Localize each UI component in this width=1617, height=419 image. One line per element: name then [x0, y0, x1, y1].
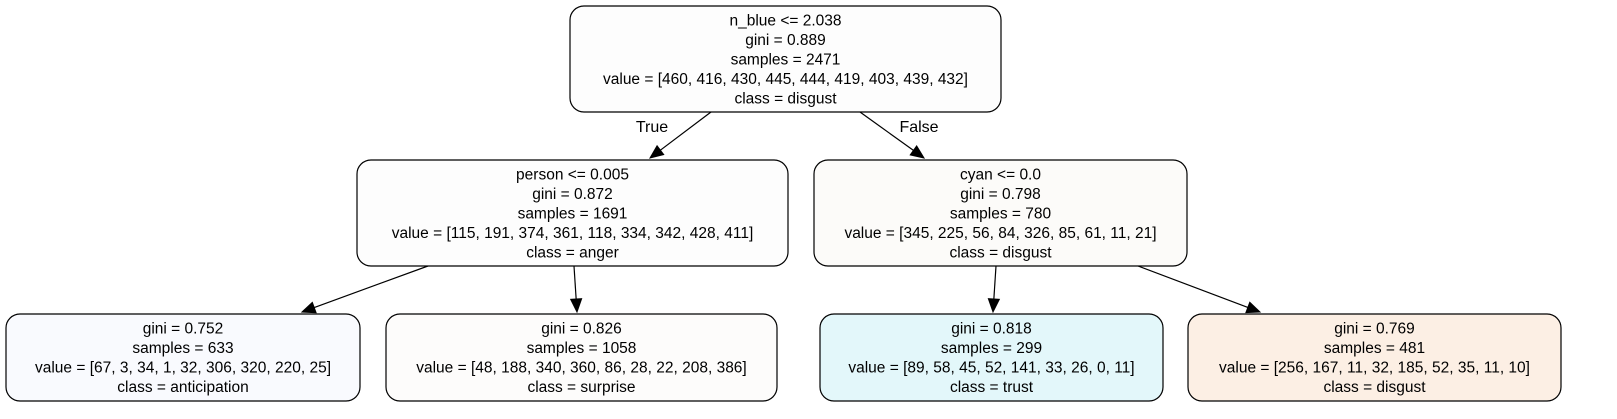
tree-node-left-right: gini = 0.826 samples = 1058 value = [48, 1… [385, 313, 778, 402]
tree-node-left-left: gini = 0.752 samples = 633 value = [67, 3,… [5, 313, 361, 402]
arrowhead-icon [648, 144, 665, 159]
samples-count: samples = 481 [1324, 340, 1425, 357]
samples-count: samples = 633 [132, 340, 233, 357]
node-box [5, 313, 361, 402]
class-label: class = anticipation [117, 379, 248, 396]
tree-node-right-right: gini = 0.769 samples = 481 value = [256, 1… [1187, 313, 1562, 402]
value-array: value = [115, 191, 374, 361, 118, 334, 3… [392, 225, 754, 242]
edge-line [660, 111, 712, 151]
value-array: value = [67, 3, 34, 1, 32, 306, 320, 220… [35, 360, 331, 377]
gini-value: gini = 0.752 [143, 321, 224, 338]
class-label: class = disgust [1323, 379, 1426, 396]
samples-count: samples = 780 [950, 205, 1052, 222]
value-array: value = [345, 225, 56, 84, 326, 85, 61, … [844, 225, 1156, 242]
edge-label: False [899, 119, 938, 136]
node-box [1187, 313, 1562, 402]
samples-count: samples = 1691 [518, 205, 628, 222]
edge-right-to-right-left [987, 265, 1001, 314]
value-array: value = [48, 188, 340, 360, 86, 28, 22, … [416, 360, 747, 377]
nodes-layer: n_blue <= 2.038 gini = 0.889 samples = 247… [5, 5, 1562, 402]
edge-root-to-right: False [859, 111, 939, 159]
class-label: class = surprise [527, 379, 635, 396]
arrowhead-icon [987, 298, 1001, 314]
value-array: value = [89, 58, 45, 52, 141, 33, 26, 0,… [848, 360, 1134, 377]
node-box [385, 313, 778, 402]
edge-line [314, 265, 429, 309]
arrowhead-icon [909, 145, 926, 159]
node-box [356, 159, 789, 267]
gini-value: gini = 0.826 [541, 321, 622, 338]
gini-value: gini = 0.769 [1334, 321, 1415, 338]
node-box [813, 159, 1188, 267]
arrowhead-icon [569, 298, 583, 314]
tree-node-right-left: gini = 0.818 samples = 299 value = [89, 58… [819, 313, 1164, 402]
tree-node-left: person <= 0.005 gini = 0.872 samples = 169… [356, 159, 789, 267]
node-box [819, 313, 1164, 402]
edges-layer: True False [300, 111, 1262, 314]
node-box [569, 5, 1002, 113]
arrowhead-icon [1245, 301, 1262, 314]
gini-value: gini = 0.889 [745, 32, 826, 49]
split-rule: n_blue <= 2.038 [729, 12, 841, 29]
value-array: value = [256, 167, 11, 32, 185, 52, 35, … [1219, 360, 1530, 377]
edge-label: True [636, 119, 668, 136]
edge-right-to-right-right [1137, 265, 1262, 314]
class-label: class = trust [950, 379, 1034, 396]
value-array: value = [460, 416, 430, 445, 444, 419, 4… [603, 71, 968, 88]
class-label: class = disgust [734, 90, 837, 107]
split-rule: cyan <= 0.0 [960, 166, 1041, 183]
tree-node-root: n_blue <= 2.038 gini = 0.889 samples = 247… [569, 5, 1002, 113]
edge-line [1137, 265, 1249, 308]
edge-line [993, 265, 997, 300]
gini-value: gini = 0.872 [532, 186, 613, 203]
edge-line [859, 111, 914, 151]
samples-count: samples = 299 [941, 340, 1042, 357]
arrowhead-icon [300, 301, 317, 314]
edge-root-to-left: True [636, 111, 712, 159]
edge-left-to-left-left [300, 265, 429, 314]
tree-node-right: cyan <= 0.0 gini = 0.798 samples = 780 valu… [813, 159, 1188, 267]
edge-line [573, 265, 577, 300]
class-label: class = anger [526, 244, 619, 261]
gini-value: gini = 0.798 [960, 186, 1041, 203]
samples-count: samples = 2471 [731, 51, 841, 68]
split-rule: person <= 0.005 [516, 166, 629, 183]
samples-count: samples = 1058 [527, 340, 637, 357]
edge-left-to-left-right [569, 265, 583, 314]
gini-value: gini = 0.818 [951, 321, 1032, 338]
class-label: class = disgust [949, 244, 1052, 261]
